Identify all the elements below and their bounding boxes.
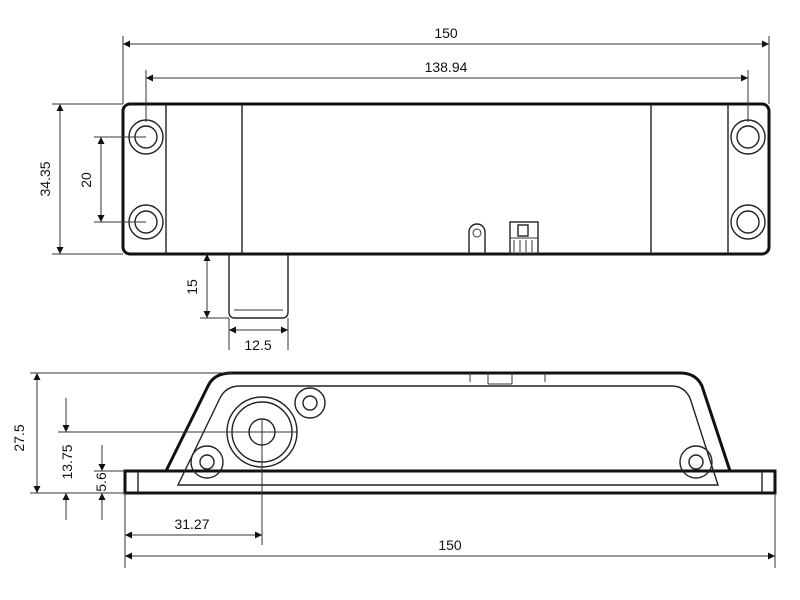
housing-inner-line [176,385,719,486]
screw-head [679,445,713,479]
base-plate [123,469,777,495]
top-notch [469,373,546,385]
housing-outline [164,371,732,472]
dim-side-height: 27.5 [11,424,27,451]
mounting-hole [730,119,766,155]
lock-body-outline [121,102,771,256]
dip-switch [509,221,539,255]
sensor-pin [468,223,486,254]
lock-bolt [228,254,289,319]
top-view: 150 138.94 34.35 20 15 12.5 [37,25,771,353]
dim-side-overall-length: 150 [438,537,462,553]
dim-hole-vertical-spacing: 20 [78,172,94,188]
dim-bolt-projection: 15 [184,279,200,295]
mounting-hole [730,204,766,240]
screw-head [190,445,224,479]
side-view: 27.5 13.75 5.6 31.27 150 [11,371,777,568]
dim-hole-height: 13.75 [59,444,75,479]
dim-base-thickness: 5.6 [93,472,109,492]
dim-hole-spacing: 138.94 [425,59,468,75]
dim-overall-length: 150 [434,25,458,41]
dim-bolt-width: 12.5 [244,337,271,353]
dim-hole-offset: 31.27 [174,516,209,532]
dim-body-height: 34.35 [37,161,53,196]
screw-head [294,387,326,419]
